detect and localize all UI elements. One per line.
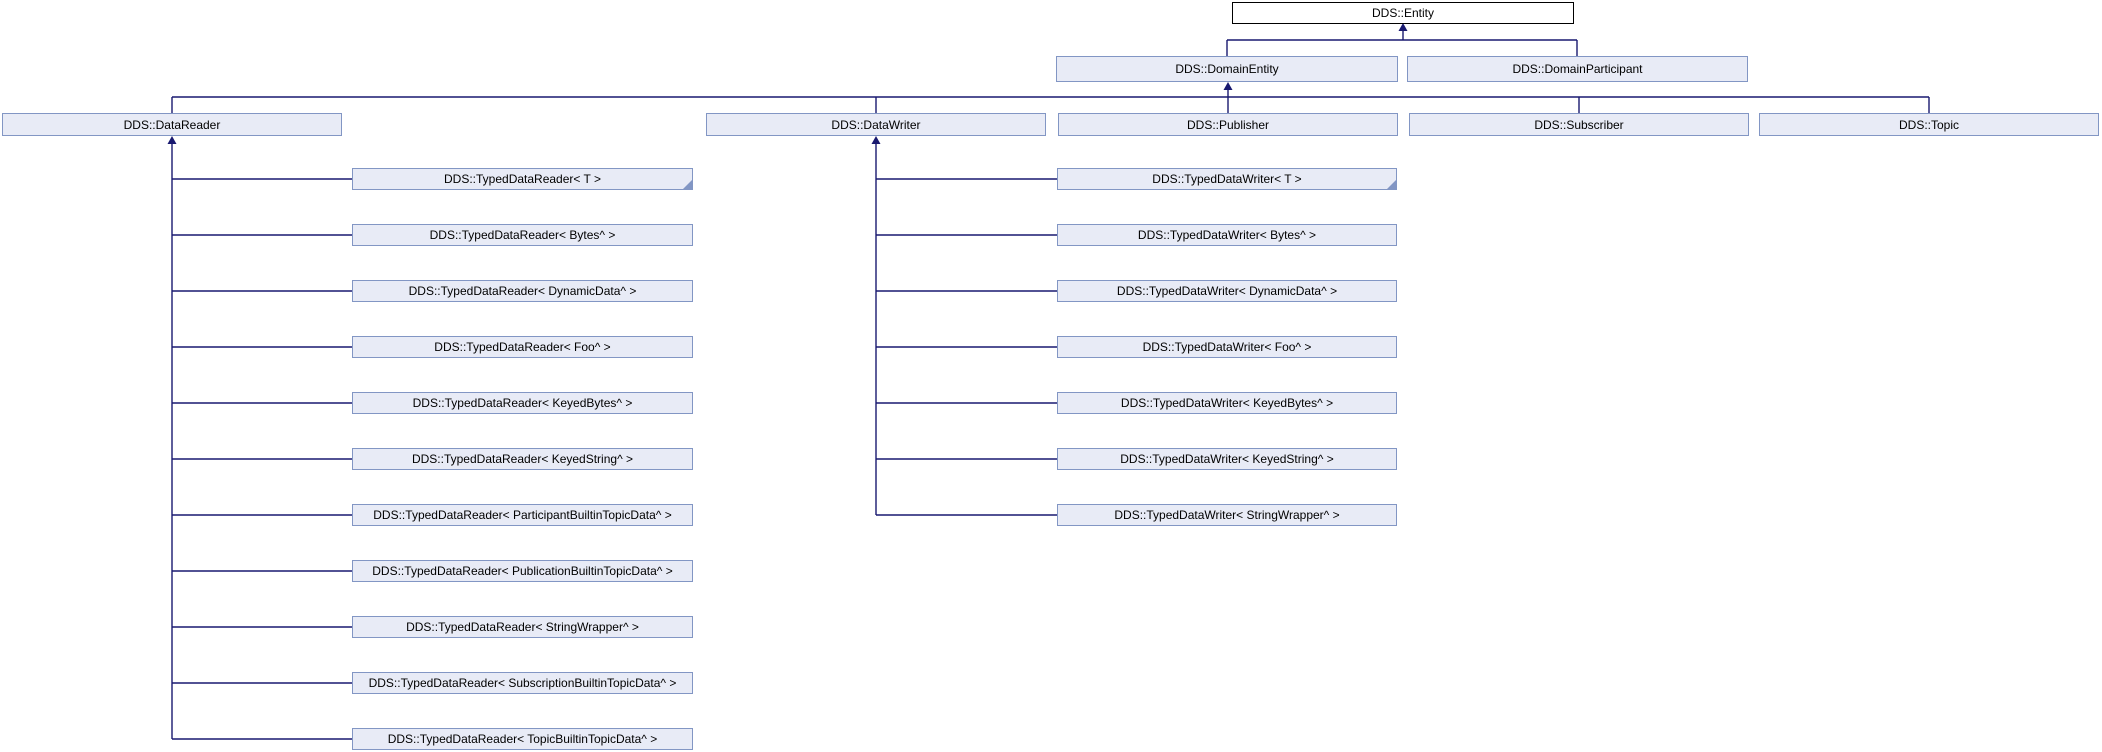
node-label: DDS::Subscriber xyxy=(1534,117,1624,132)
node-typed-data-reader-publicationbuiltintopicdata[interactable]: DDS::TypedDataReader< PublicationBuiltin… xyxy=(352,560,693,582)
edge-reader-trunk xyxy=(171,140,352,740)
node-dds-domain-entity[interactable]: DDS::DomainEntity xyxy=(1056,56,1398,82)
node-label: DDS::DataReader xyxy=(123,117,221,132)
node-label: DDS::TypedDataReader< KeyedBytes^ > xyxy=(412,396,633,410)
node-label: DDS::TypedDataReader< Foo^ > xyxy=(434,340,611,354)
node-label: DDS::TypedDataReader< StringWrapper^ > xyxy=(406,620,639,634)
node-typed-data-reader-t[interactable]: DDS::TypedDataReader< T > xyxy=(352,168,693,190)
node-dds-entity: DDS::Entity xyxy=(1232,2,1574,24)
edge-row2-row3 xyxy=(171,89,1930,113)
node-typed-data-writer-stringwrapper[interactable]: DDS::TypedDataWriter< StringWrapper^ > xyxy=(1057,504,1397,526)
node-label: DDS::TypedDataWriter< DynamicData^ > xyxy=(1116,284,1338,298)
node-label: DDS::TypedDataReader< DynamicData^ > xyxy=(408,284,637,298)
arrowhead-entity xyxy=(1398,23,1408,31)
edge-row1-row2 xyxy=(1226,30,1578,56)
node-label: DDS::DataWriter xyxy=(831,117,921,132)
node-typed-data-reader-topicbuiltintopicdata[interactable]: DDS::TypedDataReader< TopicBuiltinTopicD… xyxy=(352,728,693,750)
node-typed-data-writer-foo[interactable]: DDS::TypedDataWriter< Foo^ > xyxy=(1057,336,1397,358)
node-dds-domain-participant[interactable]: DDS::DomainParticipant xyxy=(1407,56,1748,82)
node-label: DDS::TypedDataReader< Bytes^ > xyxy=(429,228,616,242)
node-label: DDS::TypedDataWriter< T > xyxy=(1152,172,1302,186)
node-label: DDS::DomainParticipant xyxy=(1512,62,1643,76)
arrowhead-data-writer xyxy=(871,136,881,144)
node-typed-data-reader-dynamicdata[interactable]: DDS::TypedDataReader< DynamicData^ > xyxy=(352,280,693,302)
node-dds-publisher[interactable]: DDS::Publisher xyxy=(1058,113,1398,136)
template-fold-icon xyxy=(1387,180,1396,189)
arrowhead-domain-entity xyxy=(1223,82,1233,90)
node-typed-data-reader-keyedbytes[interactable]: DDS::TypedDataReader< KeyedBytes^ > xyxy=(352,392,693,414)
node-label: DDS::Entity xyxy=(1371,6,1434,20)
node-label: DDS::TypedDataWriter< Bytes^ > xyxy=(1137,228,1317,242)
template-fold-icon xyxy=(683,180,692,189)
node-label: DDS::TypedDataReader< PublicationBuiltin… xyxy=(372,564,673,578)
node-label: DDS::TypedDataWriter< StringWrapper^ > xyxy=(1114,508,1340,522)
node-dds-subscriber[interactable]: DDS::Subscriber xyxy=(1409,113,1749,136)
node-typed-data-writer-keyedstring[interactable]: DDS::TypedDataWriter< KeyedString^ > xyxy=(1057,448,1397,470)
node-label: DDS::Topic xyxy=(1898,117,1960,132)
node-label: DDS::TypedDataReader< ParticipantBuiltin… xyxy=(373,508,672,522)
node-typed-data-writer-keyedbytes[interactable]: DDS::TypedDataWriter< KeyedBytes^ > xyxy=(1057,392,1397,414)
node-label: DDS::DomainEntity xyxy=(1175,62,1279,76)
node-label: DDS::Publisher xyxy=(1186,117,1270,132)
node-dds-data-writer[interactable]: DDS::DataWriter xyxy=(706,113,1046,136)
node-typed-data-reader-participantbuiltintopicdata[interactable]: DDS::TypedDataReader< ParticipantBuiltin… xyxy=(352,504,693,526)
node-typed-data-reader-stringwrapper[interactable]: DDS::TypedDataReader< StringWrapper^ > xyxy=(352,616,693,638)
node-label: DDS::TypedDataWriter< Foo^ > xyxy=(1142,340,1312,354)
node-label: DDS::TypedDataReader< SubscriptionBuilti… xyxy=(368,676,677,690)
node-label: DDS::TypedDataWriter< KeyedString^ > xyxy=(1120,452,1334,466)
node-label: DDS::TypedDataReader< KeyedString^ > xyxy=(411,452,634,466)
node-label: DDS::TypedDataWriter< KeyedBytes^ > xyxy=(1120,396,1334,410)
node-typed-data-reader-keyedstring[interactable]: DDS::TypedDataReader< KeyedString^ > xyxy=(352,448,693,470)
node-dds-data-reader[interactable]: DDS::DataReader xyxy=(2,113,342,136)
node-label: DDS::TypedDataReader< TopicBuiltinTopicD… xyxy=(387,732,658,746)
node-typed-data-reader-subscriptionbuiltintopicdata[interactable]: DDS::TypedDataReader< SubscriptionBuilti… xyxy=(352,672,693,694)
arrowhead-data-reader xyxy=(167,136,177,144)
node-typed-data-writer-dynamicdata[interactable]: DDS::TypedDataWriter< DynamicData^ > xyxy=(1057,280,1397,302)
node-typed-data-reader-bytes[interactable]: DDS::TypedDataReader< Bytes^ > xyxy=(352,224,693,246)
node-typed-data-writer-t[interactable]: DDS::TypedDataWriter< T > xyxy=(1057,168,1397,190)
edge-writer-trunk xyxy=(875,140,1057,516)
node-typed-data-writer-bytes[interactable]: DDS::TypedDataWriter< Bytes^ > xyxy=(1057,224,1397,246)
node-typed-data-reader-foo[interactable]: DDS::TypedDataReader< Foo^ > xyxy=(352,336,693,358)
node-dds-topic[interactable]: DDS::Topic xyxy=(1759,113,2099,136)
node-label: DDS::TypedDataReader< T > xyxy=(444,172,601,186)
